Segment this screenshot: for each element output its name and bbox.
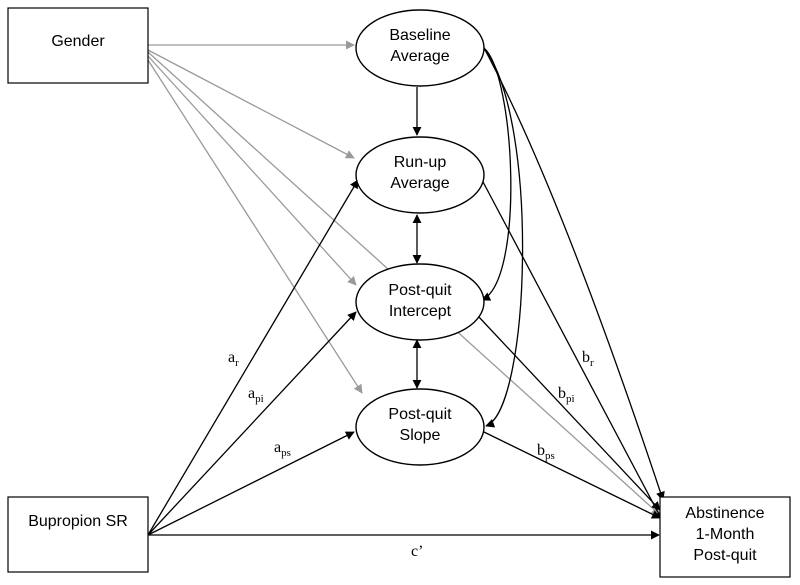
outcome-label-1: Abstinence [685,505,764,522]
outcome-label-3: Post-quit [693,547,757,564]
baseline-curves [481,47,524,428]
slope-label-2: Slope [400,427,441,444]
outcome-label-2: 1-Month [696,526,755,543]
curve-baseline-intercept [481,47,512,301]
node-runup: Run-up Average [355,136,485,214]
arrow-slope-outcome [483,431,661,519]
node-gender: Gender [7,7,149,84]
path-label-b-pi: bpi [558,385,575,405]
arrow-bupropion-intercept [147,311,357,536]
arrow-gender-slope [147,59,363,394]
slope-label-1: Post-quit [388,406,452,423]
mediator-outcome-arrows [477,47,665,521]
path-label-b-r: br [582,349,594,369]
node-bupropion: Bupropion SR [7,496,149,573]
node-slope: Post-quit Slope [355,388,485,466]
gender-label: Gender [51,33,105,50]
path-label-c-prime: c’ [411,543,423,560]
path-label-b-ps: bps [537,442,555,462]
arrow-gender-intercept [147,55,357,286]
bupropion-label: Bupropion SR [28,513,128,530]
path-label-a-r: ar [228,349,239,369]
arrow-gender-runup [147,49,355,159]
arrow-intercept-outcome [477,315,661,511]
curve-baseline-slope [483,47,524,428]
node-intercept: Post-quit Intercept [355,263,485,341]
bupropion-arrows [147,179,660,540]
intercept-label-1: Post-quit [388,282,452,299]
arrow-bupropion-runup [147,179,359,536]
runup-label-2: Average [390,175,449,192]
baseline-label-2: Average [390,48,449,65]
intercept-label-2: Intercept [389,303,452,320]
path-label-a-pi: api [248,385,264,405]
arrow-runup-outcome [481,179,663,521]
node-baseline: Baseline Average [355,9,485,87]
node-outcome: Abstinence 1-Month Post-quit [659,496,791,578]
arrow-baseline-outcome [483,47,665,501]
baseline-label-1: Baseline [389,27,450,44]
arrow-bupropion-slope [147,431,355,536]
runup-label-1: Run-up [394,154,447,171]
path-label-a-ps: aps [274,439,291,459]
